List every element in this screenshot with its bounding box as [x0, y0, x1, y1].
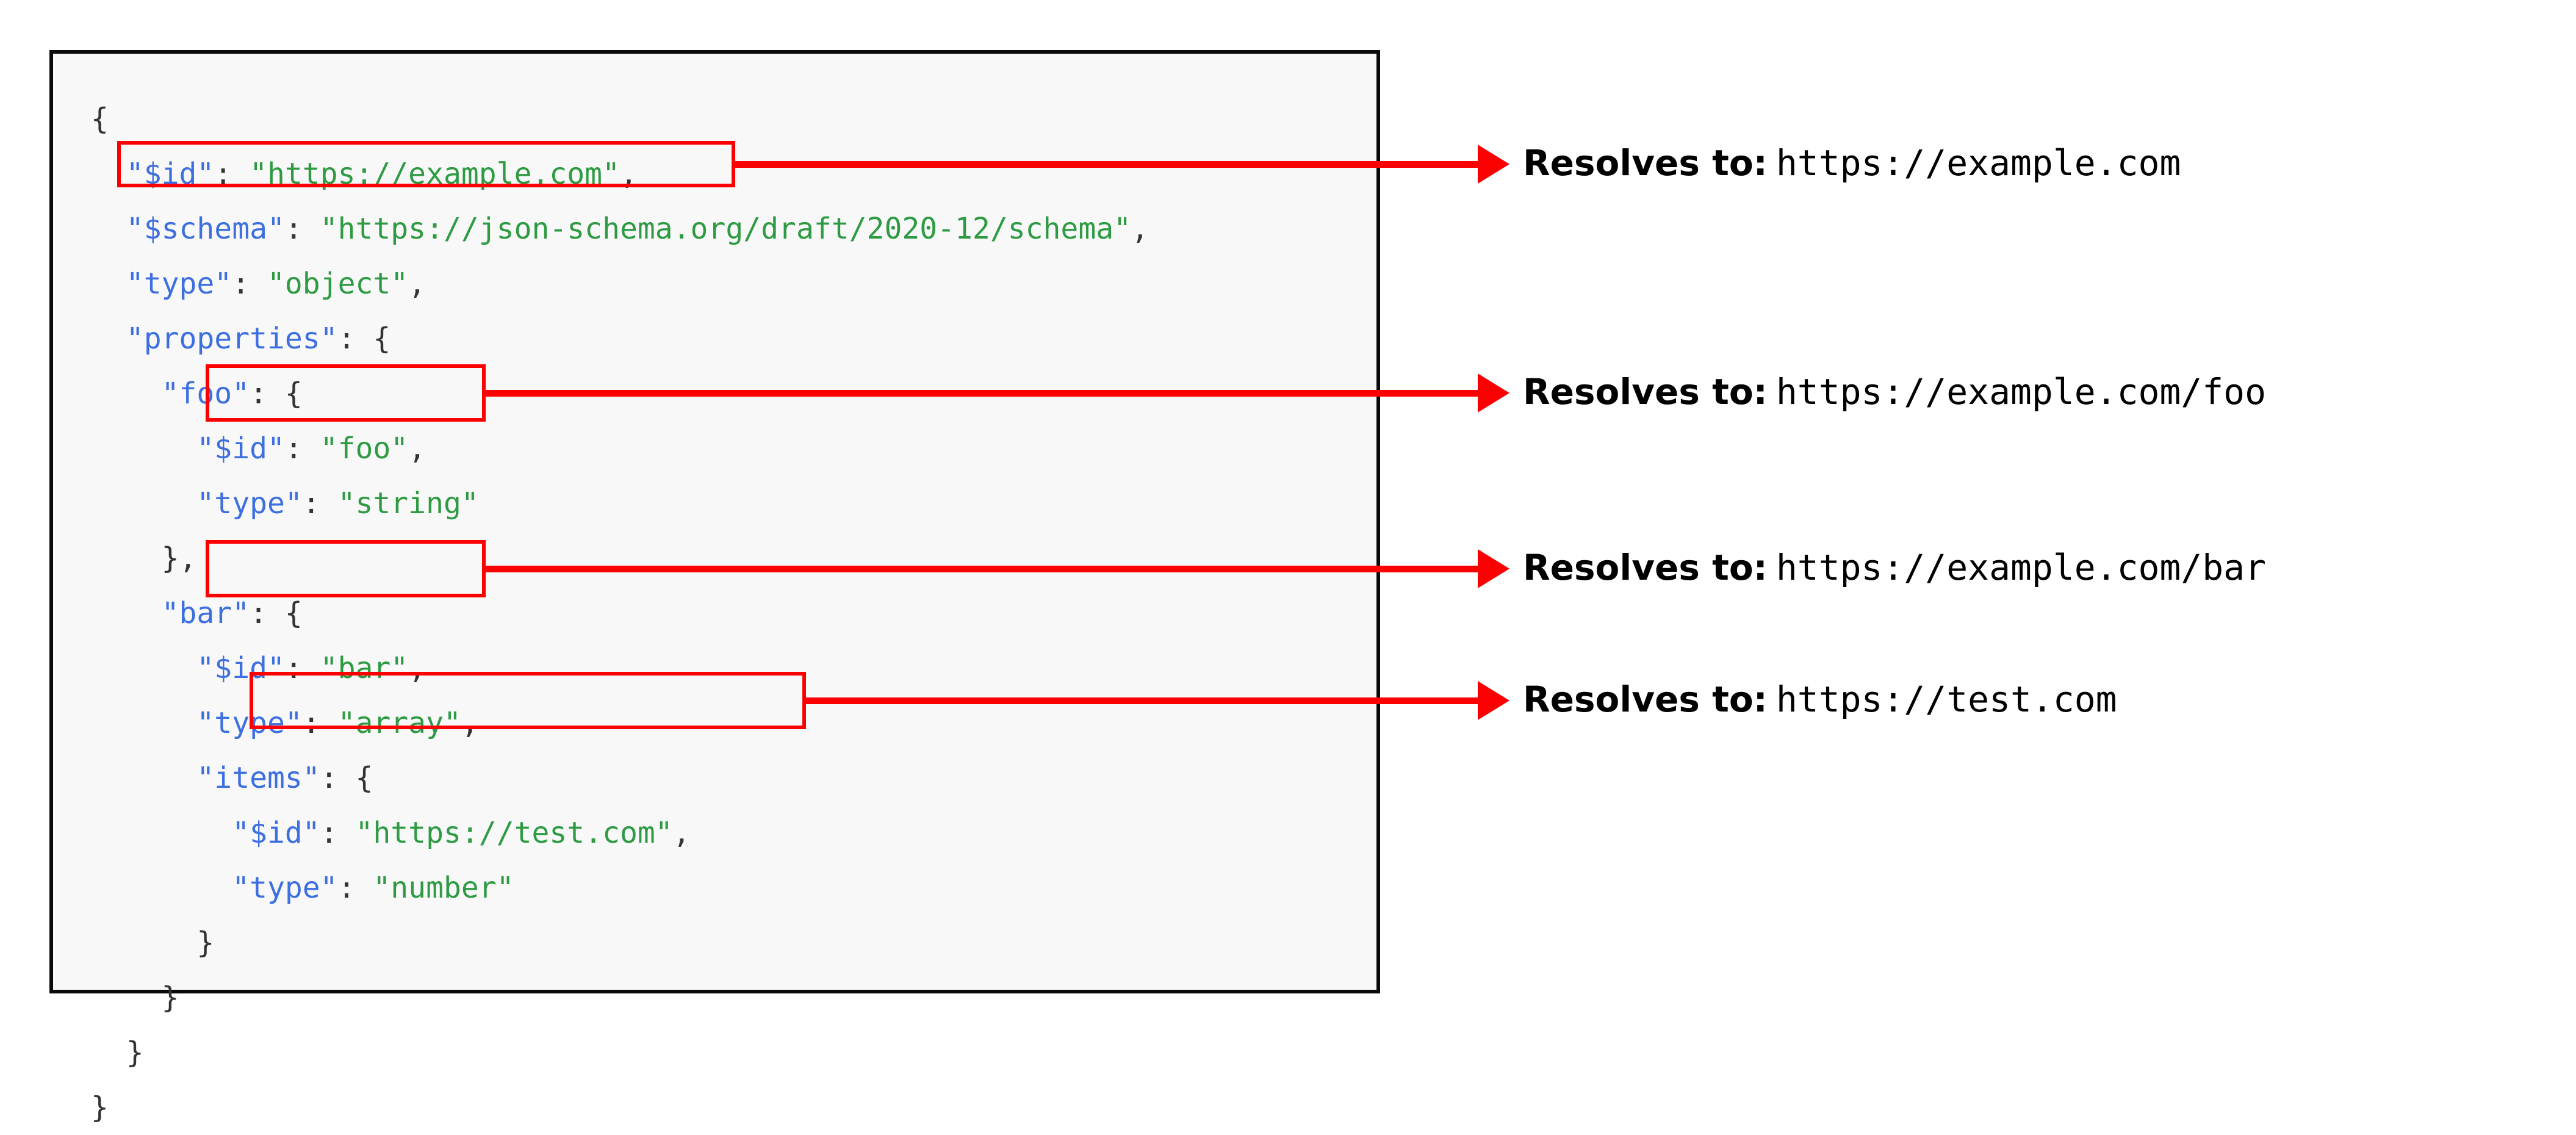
- code-line: "$id": "https://example.com",: [91, 146, 1149, 201]
- json-key: "$id": [196, 651, 285, 685]
- code-line: {: [91, 92, 1149, 146]
- json-string: "array": [337, 706, 461, 740]
- arrow-items-line: [805, 697, 1478, 704]
- json-punct: :: [337, 871, 373, 905]
- arrow-root-line: [735, 161, 1478, 168]
- json-string: "foo": [320, 431, 409, 466]
- json-key: "type": [232, 871, 338, 905]
- resolved-uri-value: https://example.com: [1775, 142, 2181, 184]
- arrow-foo-line: [485, 390, 1478, 397]
- code-line: "type": "number": [91, 860, 1149, 915]
- code-line: "type": "string": [91, 476, 1149, 531]
- json-key: "foo": [161, 377, 250, 411]
- json-punct: : {: [250, 596, 303, 630]
- json-punct: ,: [1131, 212, 1149, 246]
- code-line: "$id": "foo",: [91, 421, 1149, 476]
- json-punct: },: [161, 541, 197, 575]
- code-line: }: [91, 915, 1149, 970]
- json-key: "items": [196, 761, 320, 795]
- json-string: "https://test.com": [355, 816, 673, 850]
- code-line: }: [91, 970, 1149, 1025]
- resolves-to-label: Resolves to:: [1523, 371, 1768, 413]
- json-punct: :: [302, 486, 338, 521]
- json-string: "https://example.com": [250, 157, 620, 191]
- json-punct: }: [161, 981, 179, 1015]
- resolved-uri-value: https://test.com: [1775, 679, 2117, 720]
- resolved-uri-value: https://example.com/bar: [1775, 547, 2267, 588]
- json-key: "properties": [126, 322, 338, 356]
- json-key: "type": [196, 706, 303, 740]
- json-punct: :: [214, 157, 250, 191]
- code-line: "$id": "bar",: [91, 641, 1149, 696]
- json-schema-code: { "$id": "https://example.com", "$schema…: [91, 92, 1149, 1135]
- json-string: "string": [337, 486, 479, 521]
- json-punct: ,: [461, 706, 479, 740]
- diagram-stage: { "$id": "https://example.com", "$schema…: [49, 50, 2266, 1125]
- json-punct: }: [126, 1036, 144, 1070]
- json-string: "object": [267, 267, 409, 301]
- annotation-root: Resolves to:https://example.com: [1523, 145, 2181, 181]
- annotation-foo: Resolves to:https://example.com/foo: [1523, 374, 2266, 409]
- arrow-bar-head-icon: [1478, 549, 1509, 588]
- code-line: "type": "object",: [91, 256, 1149, 311]
- json-punct: :: [232, 267, 267, 301]
- resolves-to-label: Resolves to:: [1523, 142, 1768, 184]
- json-punct: ,: [408, 651, 426, 685]
- json-punct: ,: [408, 267, 426, 301]
- json-punct: : {: [320, 761, 373, 795]
- json-punct: :: [320, 816, 356, 850]
- arrow-bar-line: [485, 566, 1478, 572]
- json-string: "bar": [320, 651, 409, 685]
- arrow-root-head-icon: [1478, 145, 1509, 184]
- json-punct: {: [91, 102, 109, 136]
- json-punct: ,: [672, 816, 691, 850]
- json-punct: :: [284, 431, 320, 466]
- code-line: }: [91, 1080, 1149, 1135]
- json-key: "$id": [126, 157, 215, 191]
- json-string: "number": [373, 871, 514, 905]
- code-line: "properties": {: [91, 311, 1149, 366]
- arrow-foo-head-icon: [1478, 373, 1509, 413]
- json-punct: }: [196, 926, 215, 960]
- json-punct: : {: [337, 322, 391, 356]
- json-key: "$schema": [126, 212, 285, 246]
- arrow-items-head-icon: [1478, 681, 1509, 720]
- code-line: "items": {: [91, 751, 1149, 805]
- code-line: },: [91, 531, 1149, 586]
- json-punct: :: [284, 212, 320, 246]
- json-key: "$id": [196, 431, 285, 466]
- json-punct: }: [91, 1090, 109, 1125]
- json-key: "type": [196, 486, 303, 521]
- json-punct: ,: [408, 431, 426, 466]
- resolved-uri-value: https://example.com/foo: [1775, 371, 2267, 413]
- json-key: "type": [126, 267, 232, 301]
- json-punct: ,: [619, 157, 638, 191]
- json-key: "$id": [232, 816, 320, 850]
- resolves-to-label: Resolves to:: [1523, 679, 1768, 720]
- annotation-bar: Resolves to:https://example.com/bar: [1523, 550, 2266, 585]
- code-line: "$id": "https://test.com",: [91, 805, 1149, 860]
- json-punct: :: [284, 651, 320, 685]
- json-key: "bar": [161, 596, 250, 630]
- json-schema-code-panel: { "$id": "https://example.com", "$schema…: [49, 50, 1380, 1125]
- annotation-items: Resolves to:https://test.com: [1523, 682, 2117, 717]
- resolves-to-label: Resolves to:: [1523, 547, 1768, 588]
- json-string: "https://json-schema.org/draft/2020-12/s…: [320, 212, 1132, 246]
- code-line: "bar": {: [91, 586, 1149, 641]
- code-line: }: [91, 1025, 1149, 1080]
- json-punct: :: [302, 706, 338, 740]
- code-line: "foo": {: [91, 366, 1149, 421]
- json-punct: : {: [250, 377, 303, 411]
- code-line: "$schema": "https://json-schema.org/draf…: [91, 201, 1149, 256]
